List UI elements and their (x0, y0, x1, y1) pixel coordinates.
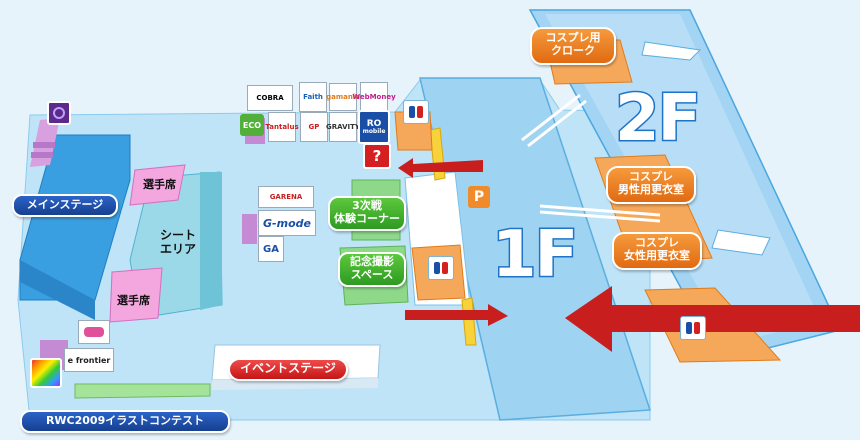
booth-bar2 (242, 214, 257, 244)
yellow-post-bottom (461, 297, 477, 346)
gravity-logo-text: GRAVITY (326, 123, 360, 131)
cloak-label-line2: クローク (551, 44, 595, 58)
stage-pink-bar2 (31, 152, 53, 158)
ga-logo-text: GA (263, 243, 279, 255)
arrow-left-top (398, 158, 483, 178)
pink-badge-logo (78, 320, 110, 344)
stage-pink-bar1 (33, 142, 55, 148)
ro-logo-line2: mobile (362, 127, 386, 135)
seat-bottom-label: 選手席 (117, 292, 150, 308)
contest-label: RWC2009イラストコンテスト (20, 410, 230, 433)
ro-mobile-logo: RO mobile (358, 110, 390, 144)
faith-logo: Faith (299, 82, 327, 112)
cobra-logo: COBRA (247, 85, 293, 111)
main-stage-label-text: メインステージ (26, 198, 104, 211)
webmoney-logo-text: WebMoney (352, 93, 396, 101)
eco-logo: ECO (240, 114, 264, 136)
arrow-right-bottom (405, 304, 508, 326)
bottom-green-strip (74, 383, 211, 399)
escalator-top (521, 93, 587, 148)
cloak-label: コスプレ用 クローク (530, 27, 616, 65)
battle-corner-line1: 3次戦 (352, 199, 382, 212)
battle-corner-label: 3次戦 体験コーナー (328, 196, 406, 231)
escalator-mid (539, 204, 661, 223)
white-room-2f-mid (711, 229, 771, 256)
cobra-logo-text: COBRA (256, 94, 284, 102)
gamania-logo-text: gamania (326, 93, 360, 101)
female-room-line2: 女性用更衣室 (624, 249, 690, 263)
garena-logo-text: GARENA (269, 193, 303, 201)
event-stage-front (212, 378, 378, 390)
help-icon: ? (363, 143, 391, 169)
male-room-label: コスプレ 男性用更衣室 (606, 166, 696, 204)
seat-area-label-line1: シート (160, 228, 197, 242)
female-room-label: コスプレ 女性用更衣室 (612, 232, 702, 270)
seat-pink-top (129, 164, 186, 206)
ro-logo-line1: RO (366, 118, 382, 129)
photo-space-line2: スペース (350, 268, 394, 282)
main-stage-label: メインステージ (12, 194, 118, 217)
seat-top-label-text: 選手席 (143, 178, 176, 191)
ga-logo: GA (258, 236, 284, 262)
seat-top-label: 選手席 (143, 176, 176, 192)
male-room-line2: 男性用更衣室 (618, 183, 684, 197)
garena-logo: GARENA (258, 186, 314, 208)
parking-icon: P (468, 186, 490, 208)
restroom-icon-3 (680, 316, 706, 340)
seat-area-label: シート エリア (160, 228, 196, 257)
rainbow-logo (30, 358, 62, 388)
tantalus-logo: Tantalus (265, 112, 299, 142)
pink-badge-mark (84, 327, 104, 337)
gmode-logo-text: G-mode (263, 216, 311, 230)
photo-space-line1: 記念撮影 (350, 255, 394, 268)
restroom-icon-2-women (442, 262, 448, 274)
event-stage-label: イベントステージ (228, 358, 348, 381)
main-stage-face (20, 260, 95, 320)
seat-area-label-line2: エリア (160, 242, 197, 257)
floor-1f-label: 1F (490, 217, 579, 294)
gravity-logo: GRAVITY (326, 112, 360, 142)
gp-logo-text: GP (308, 123, 320, 131)
eco-logo-text: ECO (242, 120, 262, 130)
restroom-icon-2 (428, 256, 454, 280)
restroom-icon-1 (403, 100, 429, 124)
restroom-icon-1-men (409, 106, 415, 118)
seat-bottom-label-text: 選手席 (117, 294, 150, 307)
seat-area-side (200, 172, 222, 310)
restroom-icon-3-men (686, 322, 692, 334)
tantalus-logo-text: Tantalus (265, 123, 299, 131)
purple-logo (47, 101, 71, 125)
gamania-logo: gamania (326, 83, 360, 111)
restroom-icon-3-women (694, 322, 700, 334)
female-room-line1: コスプレ (635, 236, 679, 249)
help-icon-text: ? (372, 147, 382, 165)
faith-logo-text: Faith (303, 93, 323, 101)
gp-logo: GP (300, 112, 328, 142)
restroom-icon-2-men (434, 262, 440, 274)
cloak-label-line1: コスプレ用 (545, 31, 601, 44)
floor-2f-label-text: 2F (613, 81, 702, 158)
white-room-2f-top (641, 41, 702, 61)
restroom-icon-1-women (417, 106, 423, 118)
parking-icon-text: P (473, 189, 485, 205)
arrow-big-left (565, 286, 860, 352)
male-room-line1: コスプレ (629, 170, 673, 183)
webmoney-logo: WebMoney (352, 82, 396, 112)
floor-2f-label: 2F (613, 81, 702, 158)
contest-label-text: RWC2009イラストコンテスト (45, 414, 205, 427)
floor-1f-label-text: 1F (490, 217, 579, 294)
purple-logo-mark (53, 107, 65, 119)
seat-pink-bottom (109, 267, 163, 323)
photo-space-label: 記念撮影 スペース (338, 252, 406, 287)
battle-corner-line2: 体験コーナー (334, 212, 400, 226)
event-stage-label-text: イベントステージ (240, 361, 336, 375)
efrontier-logo-text: e frontier (67, 355, 111, 365)
efrontier-logo: e frontier (64, 348, 114, 372)
gmode-logo: G-mode (258, 210, 316, 236)
